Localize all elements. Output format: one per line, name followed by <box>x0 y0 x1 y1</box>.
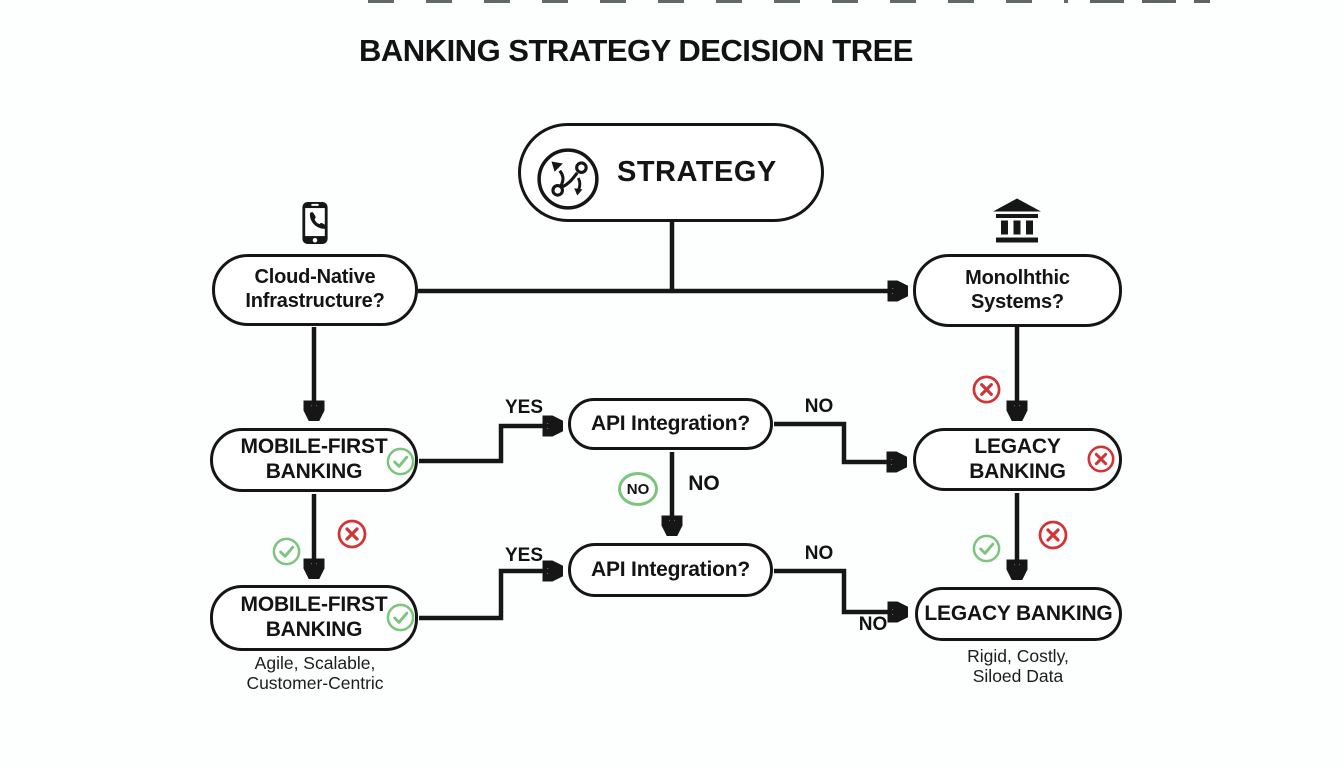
api-integration-label-1: API Integration? <box>591 411 750 435</box>
strategy-label: STRATEGY <box>617 156 777 189</box>
cross-circle-icon <box>1086 444 1116 479</box>
edge-mobilefirst2-yes-api2 <box>419 571 561 621</box>
cross-circle-icon <box>336 518 368 555</box>
edge-api1-no-legacy1 <box>774 421 905 462</box>
check-circle-icon <box>385 446 416 482</box>
legacy-banking-label-1: LEGACY BANKING <box>969 434 1066 483</box>
edge-label-no-bottom: NO <box>804 543 834 564</box>
check-circle-icon <box>385 602 416 638</box>
check-circle-icon <box>271 536 302 572</box>
monolithic-question-label: Monolhthic Systems? <box>965 266 1070 313</box>
edge-label-no-into-legacy2: NO <box>858 614 888 635</box>
legacy-banking-label-2: LEGACY BANKING <box>924 601 1113 625</box>
scan-artifact-top <box>368 0 1068 3</box>
api-integration-node-1: API Integration? <box>568 398 773 450</box>
edge-label-yes-bottom: YES <box>504 545 544 566</box>
page-title: BANKING STRATEGY DECISION TREE <box>359 33 913 68</box>
no-circle-badge: NO <box>618 472 658 506</box>
api-integration-node-2: API Integration? <box>568 543 773 597</box>
edge-mobilefirst1-yes-api1 <box>419 426 561 464</box>
legacy-caption: Rigid, Costly, Siloed Data <box>967 646 1069 686</box>
mobile-first-banking-label-1: MOBILE-FIRST BANKING <box>240 435 388 483</box>
strategy-icon <box>535 127 601 218</box>
edge-label-yes-top: YES <box>504 397 544 418</box>
legacy-banking-node-2: LEGACY BANKING <box>915 587 1122 641</box>
bank-icon <box>993 198 1041 250</box>
cross-circle-icon <box>1037 519 1069 556</box>
edge-label-no-middle: NO <box>688 472 720 495</box>
monolithic-question-node: Monolhthic Systems? <box>913 254 1122 327</box>
api-integration-label-2: API Integration? <box>591 557 750 581</box>
legacy-banking-node-1: LEGACY BANKING <box>913 428 1122 491</box>
cross-circle-icon <box>971 374 1002 410</box>
mobile-first-banking-node-2: MOBILE-FIRST BANKING <box>210 585 418 651</box>
mobile-phone-icon <box>301 200 329 251</box>
edge-api2-no-legacy2 <box>774 568 906 612</box>
strategy-node: STRATEGY <box>518 123 824 222</box>
scan-artifact-top-right <box>1090 0 1210 3</box>
mobile-first-banking-label-2: MOBILE-FIRST BANKING <box>240 593 388 641</box>
cloud-native-question-label: Cloud-Native Infrastructure? <box>245 266 385 312</box>
edge-label-no-top: NO <box>804 396 834 417</box>
mobile-first-banking-node-1: MOBILE-FIRST BANKING <box>210 428 418 492</box>
check-circle-icon <box>971 533 1002 569</box>
cloud-native-question-node: Cloud-Native Infrastructure? <box>212 254 418 326</box>
mobile-first-caption: Agile, Scalable, Customer-Centric <box>246 653 384 693</box>
